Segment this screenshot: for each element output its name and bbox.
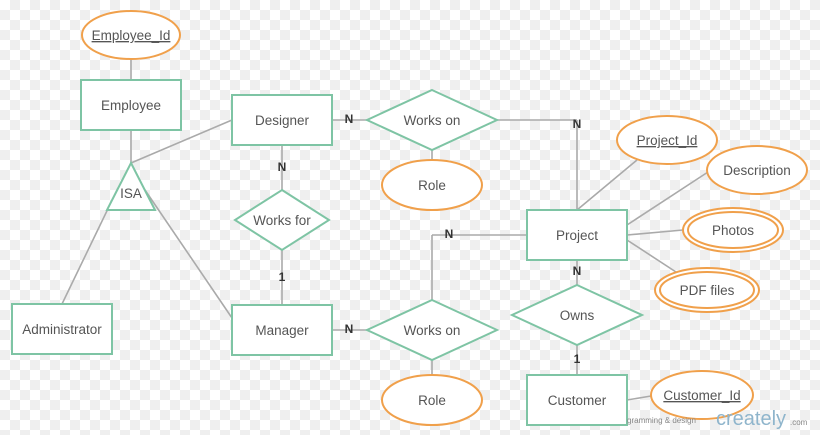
connectors xyxy=(61,60,709,401)
edge-customer-customerid xyxy=(626,395,652,401)
entity-designer: Designer xyxy=(231,94,333,146)
entity-customer-label: Customer xyxy=(548,393,607,408)
relationship-works-on-1: Works on xyxy=(364,88,500,152)
attribute-photos-label: Photos xyxy=(712,223,754,238)
attribute-employee-id-label: Employee_Id xyxy=(92,28,171,43)
cardinality-designer-works-on: N xyxy=(345,112,354,126)
relationship-works-on-2: Works on xyxy=(364,298,500,362)
entity-administrator-label: Administrator xyxy=(22,322,102,337)
attribute-project-id: Project_Id xyxy=(616,115,718,165)
edge-isa-designer xyxy=(130,119,233,164)
cardinality-manager-works-on: N xyxy=(345,322,354,336)
attribute-role-2: Role xyxy=(381,374,483,426)
isa-label: ISA xyxy=(120,186,142,201)
relationship-owns: Owns xyxy=(509,283,645,347)
attribute-customer-id: Customer_Id xyxy=(650,370,754,420)
attribute-project-id-label: Project_Id xyxy=(637,133,698,148)
entity-customer: Customer xyxy=(526,374,628,426)
relationship-owns-label: Owns xyxy=(560,308,595,323)
attribute-role-1: Role xyxy=(381,159,483,211)
watermark: gramming & design creately .com xyxy=(627,408,808,430)
cardinality-designer-works-for: N xyxy=(278,160,287,174)
edge-project-description xyxy=(626,171,709,226)
attribute-role-2-label: Role xyxy=(418,393,446,408)
watermark-brand-suffix: .com xyxy=(790,418,808,427)
entity-manager: Manager xyxy=(231,304,333,356)
entity-project: Project xyxy=(526,209,628,261)
attribute-customer-id-label: Customer_Id xyxy=(663,388,740,403)
attribute-photos: Photos xyxy=(682,207,784,253)
attribute-employee-id: Employee_Id xyxy=(81,10,181,60)
relationship-works-on-2-label: Works on xyxy=(404,323,461,338)
entity-designer-label: Designer xyxy=(255,113,310,128)
watermark-brand: creately xyxy=(716,408,786,430)
entity-administrator: Administrator xyxy=(11,303,113,355)
edge-isa-manager xyxy=(144,189,233,319)
entity-manager-label: Manager xyxy=(255,323,309,338)
cardinality-works-on-project: N xyxy=(573,117,582,131)
watermark-tagline: gramming & design xyxy=(627,416,696,425)
attribute-description: Description xyxy=(706,145,808,195)
isa-triangle: ISA xyxy=(105,160,157,211)
edge-project-projectid xyxy=(576,159,638,211)
edge-project-pdf xyxy=(626,239,677,273)
attribute-pdf-files-label: PDF files xyxy=(680,283,735,298)
relationship-works-on-1-label: Works on xyxy=(404,113,461,128)
edge-project-photos xyxy=(626,229,684,236)
cardinality-owns-customer: 1 xyxy=(574,352,581,366)
relationship-works-for: Works for xyxy=(233,188,331,252)
attribute-role-1-label: Role xyxy=(418,178,446,193)
attribute-description-label: Description xyxy=(723,163,791,178)
cardinality-works-on-project-2: N xyxy=(445,227,454,241)
entity-project-label: Project xyxy=(556,228,598,243)
entity-employee: Employee xyxy=(80,79,182,131)
cardinality-works-for-manager: 1 xyxy=(279,270,286,284)
attribute-pdf-files: PDF files xyxy=(654,267,760,313)
relationship-works-for-label: Works for xyxy=(253,213,311,228)
entity-employee-label: Employee xyxy=(101,98,161,113)
cardinality-project-owns: N xyxy=(573,264,582,278)
